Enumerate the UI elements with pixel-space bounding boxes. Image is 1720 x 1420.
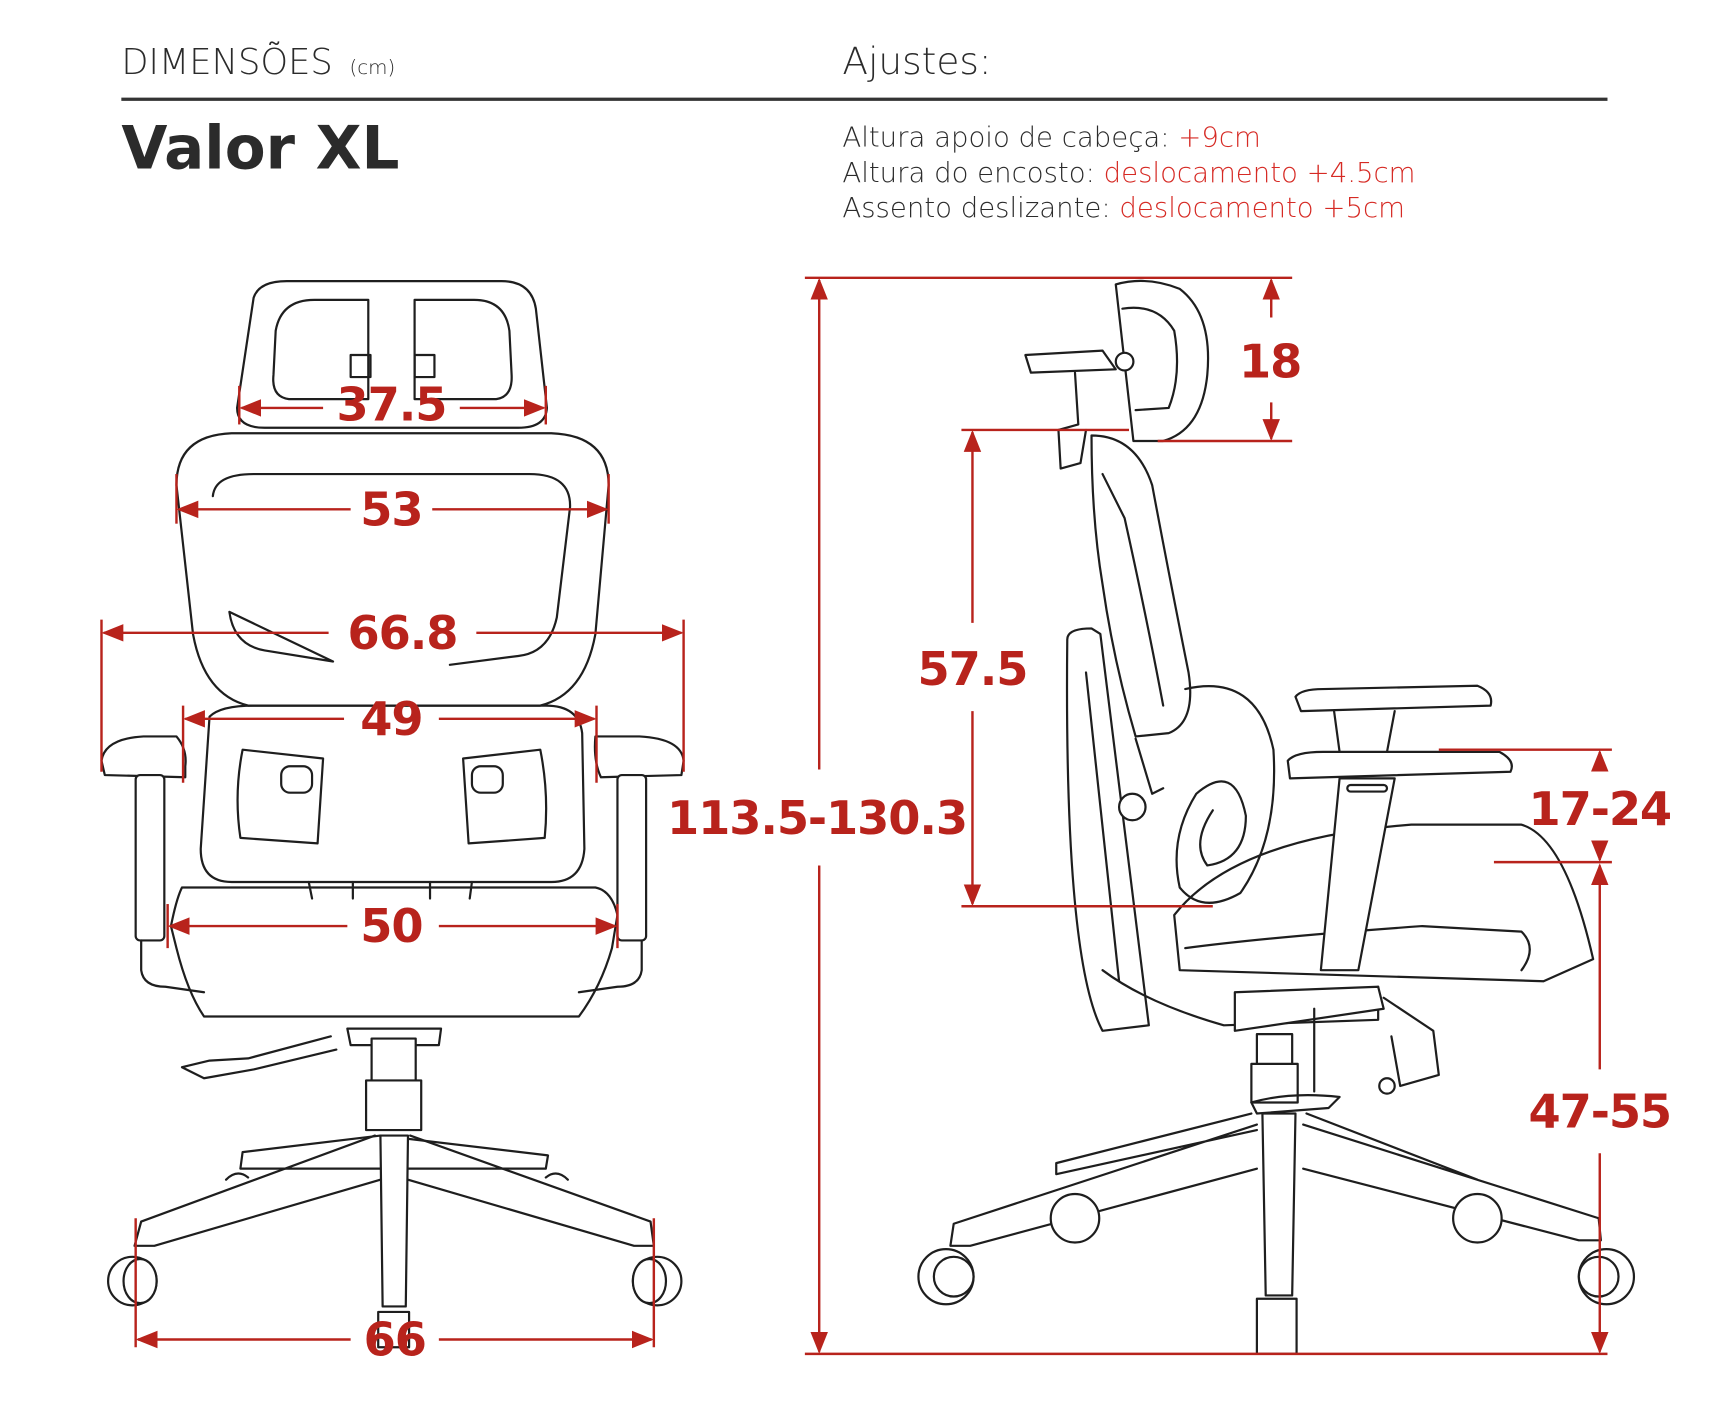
chair-front-drawing — [100, 280, 685, 1349]
backrest-height-label: 57.5 — [918, 642, 1028, 696]
adjustments-heading: Ajustes: — [842, 39, 991, 83]
unit-label: (cm) — [350, 56, 396, 79]
chair-side-drawing — [917, 279, 1636, 1355]
adjustment-seat: Assento deslizante: deslocamento +5cm — [842, 192, 1405, 224]
adjustment-headrest: Altura apoio de cabeça: +9cm — [842, 122, 1261, 154]
base-width-label: 66 — [364, 1313, 426, 1367]
armrest-span-label: 66.8 — [348, 606, 458, 660]
armrest-height-label: 17-24 — [1528, 782, 1671, 836]
headrest-height-label: 18 — [1239, 335, 1301, 389]
backrest-width-label: 53 — [360, 482, 422, 536]
model-name: Valor XL — [121, 115, 399, 184]
seat-width-label: 50 — [360, 899, 422, 953]
seat-height-label: 47-55 — [1528, 1084, 1671, 1138]
adjustment-backrest: Altura do encosto: deslocamento +4.5cm — [842, 157, 1415, 189]
front-dimensions: 37.5 53 66.8 49 50 66 — [100, 378, 685, 1367]
lumbar-width-label: 49 — [360, 692, 422, 746]
dimensions-heading: DIMENSÕES — [121, 41, 332, 83]
total-height-label: 113.5-130.3 — [667, 791, 967, 845]
side-dimensions: 113.5-130.3 18 57.5 17-24 47-55 — [667, 276, 1672, 1356]
headrest-width-label: 37.5 — [337, 378, 447, 432]
